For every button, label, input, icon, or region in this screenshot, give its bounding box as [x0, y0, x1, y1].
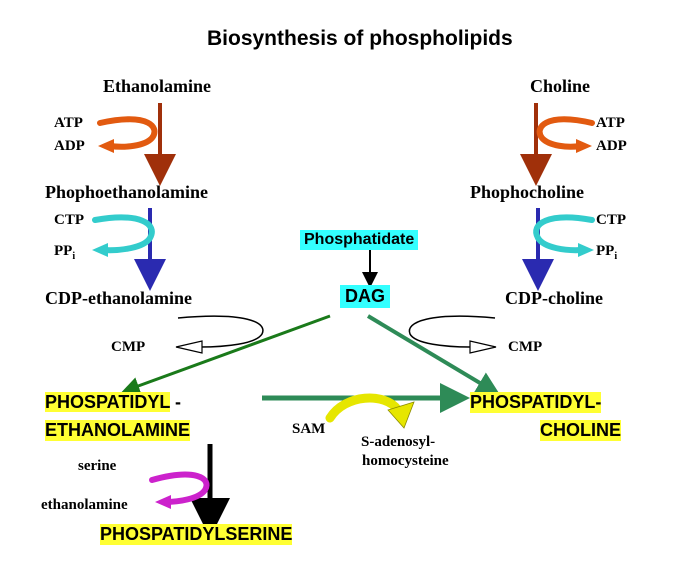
ctp-ppi-curved-arrow-left: [92, 214, 155, 254]
cmp-arrowhead-left: [175, 340, 203, 354]
label-phosphatidylcholine-line1: PHOSPATIDYL-: [470, 392, 602, 413]
label-phosphatidylcholine-line2: CHOLINE: [540, 420, 621, 441]
atp-adp-curved-arrow-left: [97, 116, 158, 150]
serine-arrowhead: [155, 495, 171, 509]
label-atp-right: ATP: [596, 115, 625, 131]
label-phosphatidylethanolamine-line1: PHOSPATIDYL -: [45, 392, 181, 413]
label-serine: serine: [78, 458, 117, 474]
cmp-curved-arrow-left: [177, 315, 264, 348]
label-choline: Choline: [530, 76, 591, 96]
label-ctp-left: CTP: [54, 212, 84, 228]
arrow-dag-to-pe: [121, 314, 331, 395]
label-phosphatidylethanolamine-line2: ETHANOLAMINE: [45, 420, 190, 441]
ctp-ppi-curved-arrow-right: [533, 214, 595, 254]
pe-name-part1: PHOSPATIDYL: [45, 392, 171, 412]
atp-adp-curved-arrow-right: [536, 116, 595, 150]
label-phosphatidylserine: PHOSPATIDYLSERINE: [100, 524, 293, 545]
label-phosphoethanolamine: Phophoethanolamine: [45, 182, 209, 202]
diagram-title: Biosynthesis of phospholipids: [207, 27, 513, 50]
label-adp-left: ADP: [54, 138, 85, 154]
label-ethanolamine-released: ethanolamine: [41, 497, 128, 513]
label-homocysteine: homocysteine: [362, 453, 449, 469]
label-cdp-ethanolamine: CDP-ethanolamine: [45, 288, 192, 308]
label-dag: DAG: [340, 285, 390, 308]
label-ctp-right: CTP: [596, 212, 626, 228]
label-phosphatidate: Phosphatidate: [300, 230, 419, 250]
label-sam: SAM: [292, 421, 326, 437]
sam-curved-arrow: [325, 393, 403, 423]
label-ppi-right: PPi: [596, 243, 618, 262]
atp-adp-arrowhead-right: [576, 139, 592, 153]
label-ethanolamine: Ethanolamine: [103, 76, 212, 96]
label-cdp-choline: CDP-choline: [505, 288, 603, 308]
label-ppi-left: PPi: [54, 243, 76, 262]
label-s-adenosyl: S-adenosyl-: [361, 434, 436, 450]
cmp-arrowhead-right: [469, 340, 497, 354]
cmp-curved-arrow-right: [408, 315, 496, 348]
label-cmp-left: CMP: [111, 339, 146, 355]
label-adp-right: ADP: [596, 138, 627, 154]
ctp-ppi-arrowhead-left: [92, 243, 108, 257]
atp-adp-arrowhead-left: [98, 139, 114, 153]
arrow-dag-to-pc: [366, 314, 501, 396]
label-phosphocholine: Phophocholine: [470, 182, 585, 202]
ctp-ppi-arrowhead-right: [578, 243, 594, 257]
pe-hyphen: -: [175, 392, 182, 412]
sam-arrowhead: [387, 401, 415, 429]
label-atp-left: ATP: [54, 115, 83, 131]
serine-curved-arrow: [149, 471, 210, 505]
label-cmp-right: CMP: [508, 339, 543, 355]
